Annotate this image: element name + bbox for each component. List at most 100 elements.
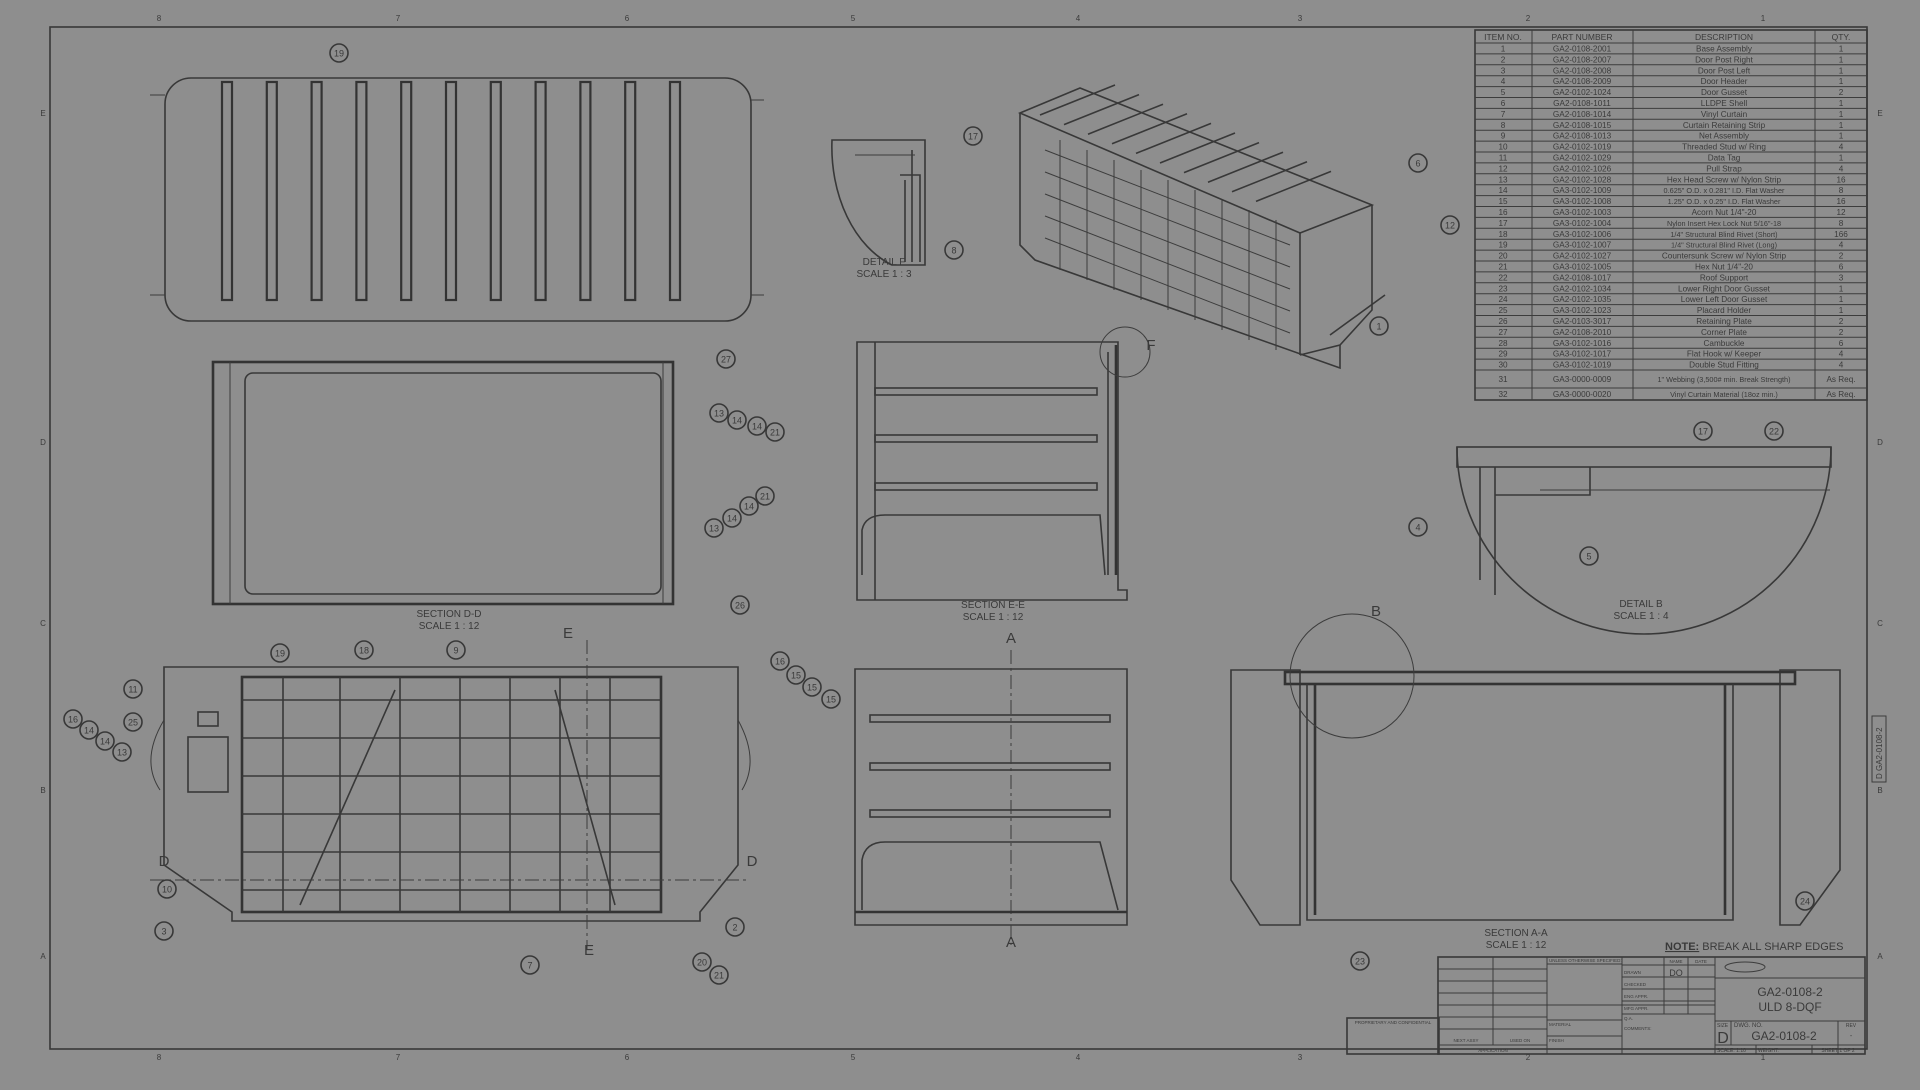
- roof-rib: [1111, 113, 1188, 145]
- size-label: SIZE: [1717, 1023, 1729, 1029]
- balloon-number: 16: [775, 657, 785, 667]
- part-number-cell: GA3-0102-1017: [1553, 350, 1612, 359]
- item-balloon: 13: [709, 403, 729, 423]
- balloon-number: 2: [732, 923, 737, 933]
- zone-label: 3: [1298, 14, 1303, 23]
- item-no-cell: 18: [1498, 230, 1508, 239]
- balloon-number: 18: [359, 646, 369, 656]
- item-no-cell: 16: [1498, 208, 1508, 217]
- description-cell: Door Header: [1701, 77, 1748, 86]
- size-value: D: [1717, 1030, 1729, 1047]
- detail-f-scale: SCALE 1 : 3: [856, 269, 911, 280]
- description-cell: Retaining Plate: [1696, 317, 1752, 326]
- zone-label: 1: [1761, 1053, 1766, 1062]
- roof-rib: [1231, 161, 1308, 193]
- part-number-cell: GA2-0108-2008: [1553, 66, 1612, 75]
- balloon-number: 13: [709, 524, 719, 534]
- balloon-number: 25: [128, 718, 138, 728]
- qty-cell: 1: [1839, 99, 1844, 108]
- item-balloon: 14: [722, 508, 742, 528]
- qty-cell: 4: [1839, 361, 1844, 370]
- item-balloon: 23: [1350, 951, 1370, 971]
- zone-label: 3: [1298, 1053, 1303, 1062]
- item-balloon: 3: [154, 921, 174, 941]
- zone-label: E: [1877, 109, 1882, 118]
- item-balloon: 14: [79, 720, 99, 740]
- part-number-cell: GA3-0102-1003: [1553, 208, 1612, 217]
- balloon-number: 1: [1376, 322, 1381, 332]
- item-no-cell: 8: [1501, 121, 1506, 130]
- part-number-cell: GA2-0108-1013: [1553, 132, 1612, 141]
- zone-label: C: [1877, 619, 1883, 628]
- item-balloon: 12: [1440, 215, 1460, 235]
- item-no-cell: 6: [1501, 99, 1506, 108]
- part-number-cell: GA2-0108-1014: [1553, 110, 1612, 119]
- roof-rib: [668, 80, 682, 302]
- part-number-cell: GA3-0102-1008: [1553, 197, 1612, 206]
- part-number-cell: GA3-0102-1007: [1553, 241, 1612, 250]
- section-a-a-view: [854, 650, 1128, 945]
- part-number-cell: GA3-0102-1023: [1553, 306, 1612, 315]
- qty-cell: 1: [1839, 66, 1844, 75]
- scale-value: SCALE: 1:10: [1717, 1048, 1746, 1054]
- qty-cell: 4: [1839, 350, 1844, 359]
- section-letter: B: [1371, 603, 1381, 620]
- description-cell: Vinyl Curtain Material (18oz min.): [1670, 390, 1778, 399]
- balloon-number: 12: [1445, 221, 1455, 231]
- eng-appr-label: ENG APPR.: [1624, 994, 1648, 999]
- zone-label: B: [1877, 786, 1882, 795]
- balloon-number: 4: [1415, 523, 1420, 533]
- right-view: SECTION A-A SCALE 1 : 12 D GA2-0108-2: [1230, 613, 1887, 951]
- item-no-cell: 15: [1498, 197, 1508, 206]
- zone-label: 5: [851, 1053, 856, 1062]
- item-balloon: 15: [786, 665, 806, 685]
- part-number-cell: GA2-0108-1011: [1553, 99, 1611, 108]
- item-no-cell: 21: [1498, 262, 1508, 271]
- description-cell: Lower Right Door Gusset: [1678, 284, 1771, 293]
- zone-label: C: [40, 619, 46, 628]
- description-cell: 1/4" Structural Blind Rivet (Long): [1671, 241, 1777, 250]
- table-row: 16 GA3-0102-1003 Acorn Nut 1/4"-20 12: [1498, 208, 1846, 217]
- section-aa-scale: SCALE 1 : 12: [1486, 940, 1547, 951]
- roof-rib: [1039, 84, 1116, 116]
- zone-label: 6: [625, 14, 630, 23]
- balloon-number: 23: [1355, 957, 1365, 967]
- item-no-cell: 30: [1498, 361, 1508, 370]
- balloon-number: 14: [84, 726, 94, 736]
- weight-label: WEIGHT:: [1758, 1048, 1779, 1054]
- qty-cell: 12: [1836, 208, 1846, 217]
- balloon-number: 14: [752, 422, 762, 432]
- item-balloon: 24: [1795, 891, 1815, 911]
- description-cell: Pull Strap: [1706, 164, 1742, 173]
- zone-label: A: [40, 952, 46, 961]
- balloon-number: 21: [760, 492, 770, 502]
- description-cell: Countersunk Screw w/ Nylon Strip: [1662, 252, 1787, 261]
- qty-cell: 3: [1839, 273, 1844, 282]
- description-cell: 0.625" O.D. x 0.281" I.D. Flat Washer: [1664, 186, 1785, 195]
- description-cell: Door Post Right: [1695, 55, 1754, 64]
- item-no-cell: 11: [1499, 153, 1508, 162]
- description-cell: Base Assembly: [1696, 44, 1753, 53]
- description-cell: 1" Webbing (3,500# min. Break Strength): [1657, 375, 1790, 384]
- part-number-cell: GA2-0108-2010: [1553, 328, 1612, 337]
- item-balloon: 15: [802, 677, 822, 697]
- zone-label: 1: [1761, 14, 1766, 23]
- item-no-cell: 13: [1498, 175, 1508, 184]
- part-number-cell: GA2-0102-1024: [1553, 88, 1612, 97]
- item-balloon: 14: [95, 731, 115, 751]
- balloon-number: 7: [527, 961, 532, 971]
- roof-rib: [310, 80, 323, 302]
- item-balloon: 26: [730, 595, 750, 615]
- item-no-cell: 28: [1498, 339, 1508, 348]
- part-number-cell: GA2-0108-1015: [1553, 121, 1612, 130]
- roof-rib: [444, 80, 458, 302]
- description-cell: Acorn Nut 1/4"-20: [1692, 208, 1757, 217]
